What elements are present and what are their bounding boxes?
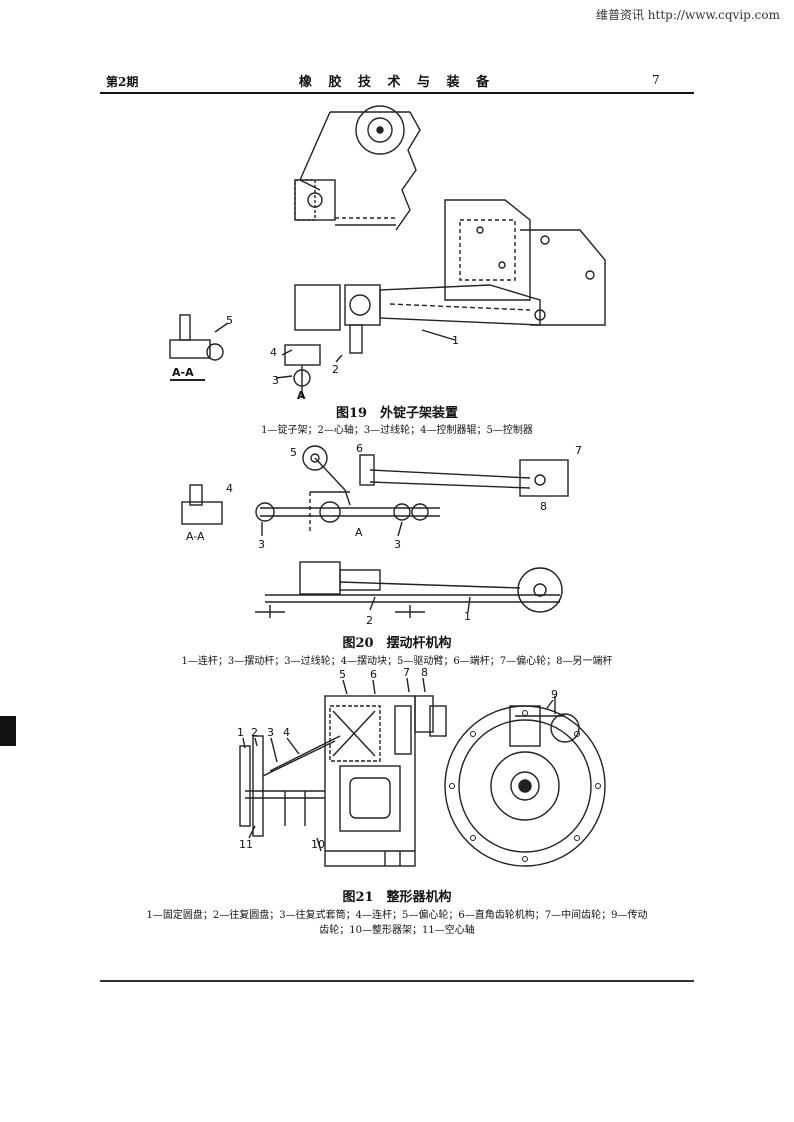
figure-21-legend-line1: 1—固定圆盘；2—往复圆盘；3—往复式套筒；4—连杆；5—偏心轮；6—直角齿轮机…	[146, 910, 648, 921]
fig19-label-2: 2	[332, 363, 339, 376]
page-number: 7	[652, 73, 660, 87]
fig19-label-3: 3	[272, 374, 279, 387]
fig19-label-4: 4	[270, 346, 277, 359]
watermark-text: 维普资讯 http://www.cqvip.com	[595, 8, 780, 22]
fig21-label-3: 3	[267, 726, 274, 739]
fig19-label-1: 1	[452, 334, 459, 347]
fig20-label-7: 7	[575, 444, 582, 457]
fig21-label-11: 11	[239, 838, 253, 851]
header-rule	[100, 92, 694, 94]
issue-label: 第2期	[106, 75, 139, 89]
figure-19-drawing: 1 2 3 4 5 A-A A	[169, 105, 606, 400]
fig20-label-4: 4	[226, 482, 233, 495]
fig20-label-3a: 3	[258, 538, 265, 551]
figure-19-legend: 1—锭子架；2—心轴；3—过线轮；4—控制器辊；5—控制器	[261, 425, 533, 436]
fig21-label-4: 4	[283, 726, 290, 739]
figure-21-drawing: 5 6 7 8 9 1 2 3 4 10 11	[237, 666, 606, 867]
fig19-section-label: A-A	[172, 366, 194, 379]
figure-21-caption: 图21 整形器机构	[342, 890, 452, 905]
footer-rule	[100, 980, 694, 982]
figure-20-drawing: 5 6 7 8 4 3 3 1 2 A-A A	[181, 442, 582, 627]
journal-title: 橡 胶 技 术 与 装 备	[298, 75, 496, 90]
fig20-label-8: 8	[540, 500, 547, 513]
figure-21-legend-line2: 齿轮；10—整形器架；11—空心轴	[319, 925, 475, 936]
fig21-label-10: 10	[311, 838, 325, 851]
figure-19-caption: 图19 外锭子架装置	[335, 406, 459, 421]
fig21-label-9: 9	[551, 688, 558, 701]
fig21-label-8: 8	[421, 666, 428, 679]
fig19-a-mark: A	[297, 389, 306, 400]
fig21-label-2: 2	[251, 726, 258, 739]
fig21-label-5: 5	[339, 668, 346, 681]
figure-20-caption: 图20 摆动杆机构	[342, 636, 452, 651]
fig21-label-1: 1	[237, 726, 244, 739]
fig20-section-label: A-A	[186, 530, 205, 543]
fig19-label-5: 5	[226, 314, 233, 327]
fig20-a-mark: A	[355, 526, 363, 539]
margin-tab	[0, 716, 16, 746]
fig20-label-3b: 3	[394, 538, 401, 551]
fig20-label-2: 2	[366, 614, 373, 627]
fig20-label-1: 1	[464, 610, 471, 623]
fig20-label-5: 5	[290, 446, 297, 459]
figure-20-legend: 1—连杆；3—摆动杆；3—过线轮；4—摆动块；5—驱动臂；6—端杆；7—偏心轮；…	[181, 656, 613, 667]
fig20-label-6: 6	[356, 442, 363, 455]
fig21-label-6: 6	[370, 668, 377, 681]
fig21-label-7: 7	[403, 666, 410, 679]
